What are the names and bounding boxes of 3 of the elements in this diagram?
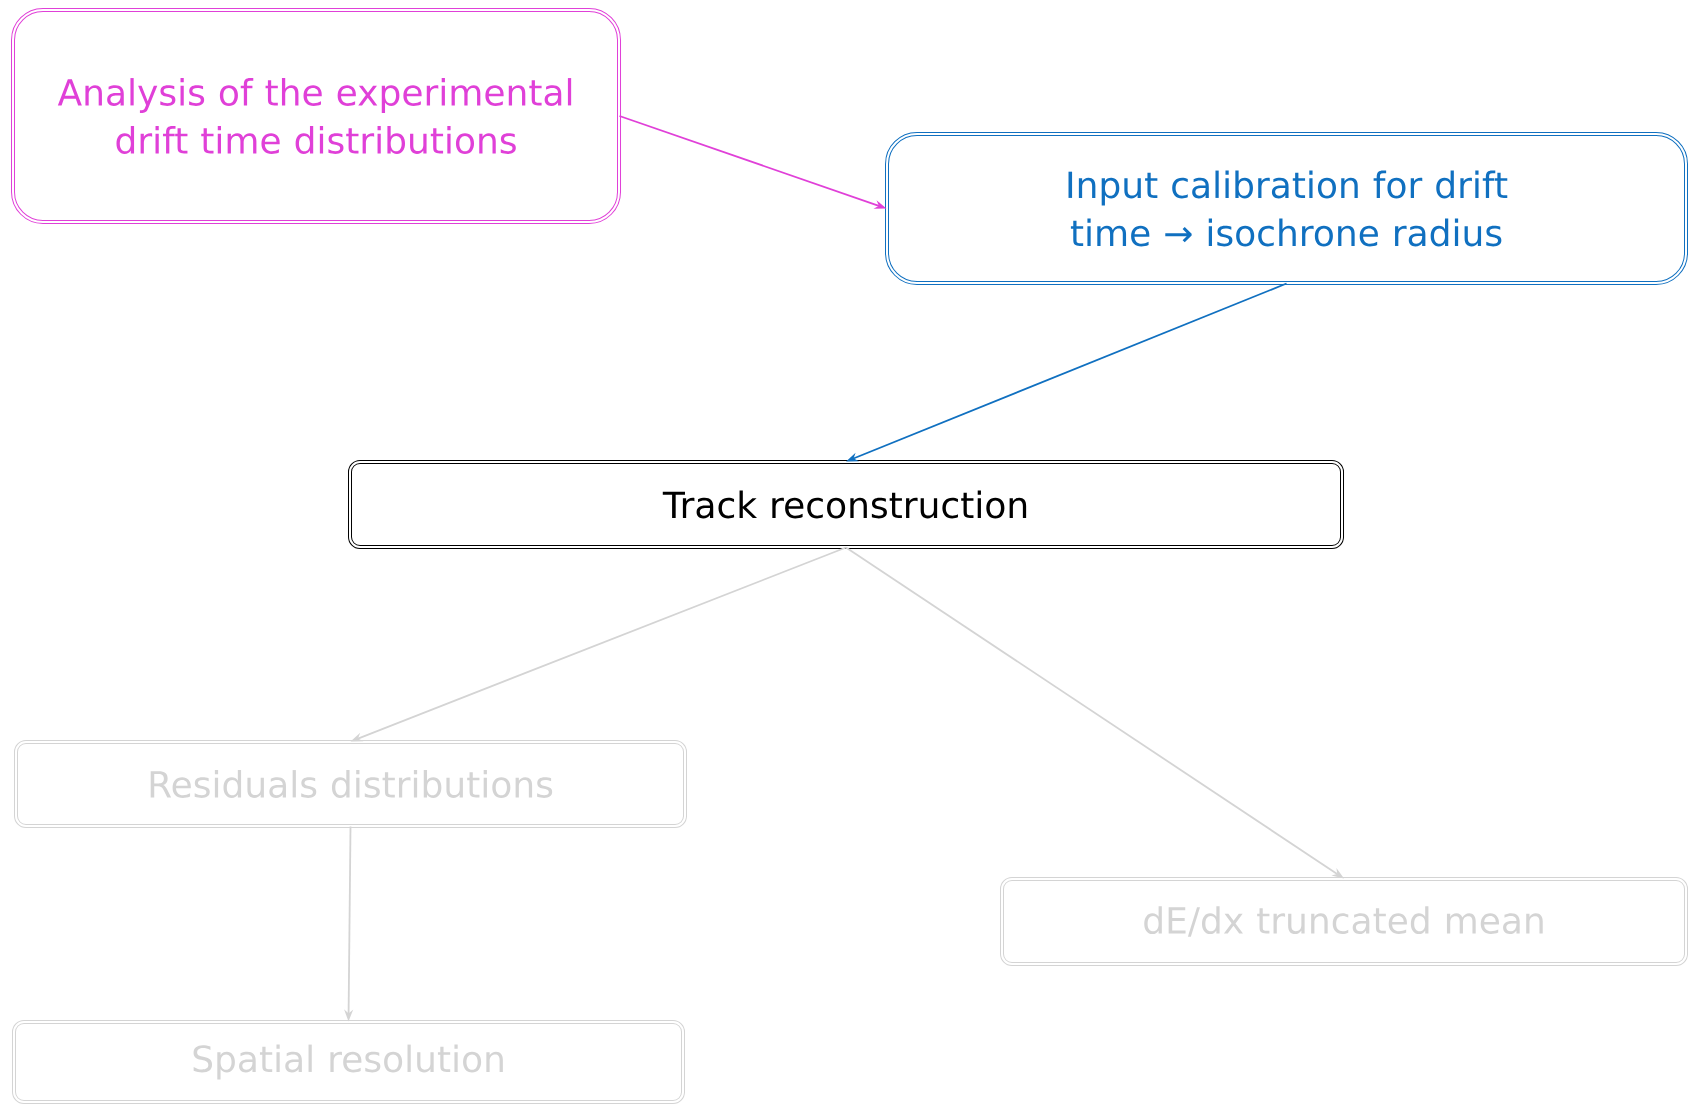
process-box: Input calibration for drift time → isochrone radius: [885, 132, 1688, 285]
process-box: Track reconstruction: [348, 460, 1344, 549]
process-box: Analysis of the experimental drift time distributions: [11, 8, 621, 224]
